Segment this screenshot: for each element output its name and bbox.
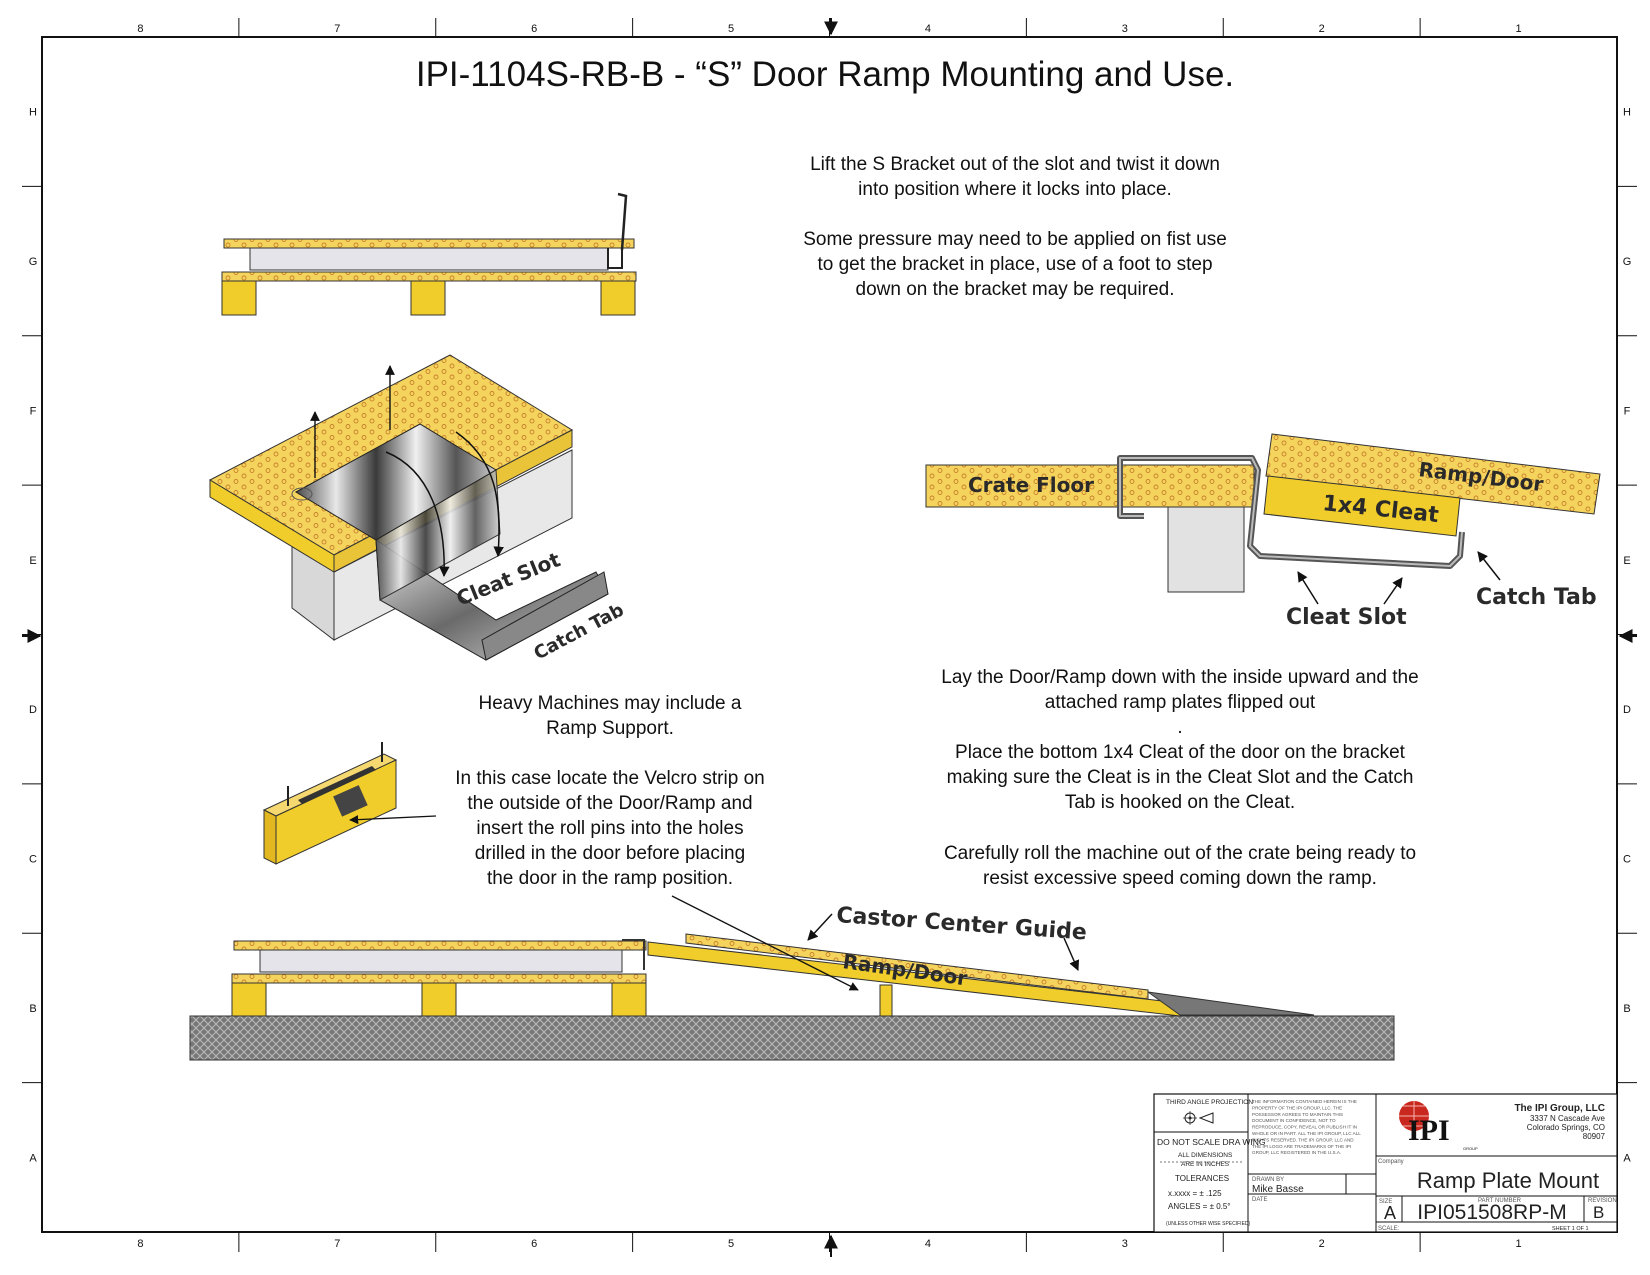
svg-text:IPI: IPI: [1408, 1114, 1450, 1147]
border-col-label: 2: [1319, 1238, 1325, 1250]
ramp-in-use-view: Castor Center Guide Ramp/Door: [189, 895, 1395, 1061]
tb-notice-line: WHOLE OR IN PART. ALL THE IPI GROUP, LLC…: [1252, 1131, 1361, 1136]
tb-drawn-by: Mike Basse: [1252, 1184, 1304, 1195]
border-col-label: 2: [1319, 23, 1325, 35]
tb-company-label: Company: [1378, 1159, 1404, 1165]
tb-revision-label: REVISION: [1588, 1198, 1617, 1204]
border-row-label: H: [1623, 107, 1631, 119]
border-col-label: 4: [925, 1238, 931, 1250]
border-row-label: E: [1623, 555, 1630, 567]
instruction-apply-pressure: Some pressure may need to be applied on …: [803, 229, 1227, 300]
border-col-label: 8: [137, 23, 143, 35]
tb-dimensions-1: ALL DIMENSIONS: [1178, 1152, 1233, 1159]
instruction-heavy-machines: Heavy Machines may include a Ramp Suppor…: [478, 693, 742, 739]
border-col-label: 5: [728, 23, 734, 35]
tb-size: A: [1384, 1203, 1396, 1223]
instruction-lay-door: Lay the Door/Ramp down with the inside u…: [941, 667, 1419, 738]
border-row-label: F: [1624, 405, 1631, 417]
ramp-support-illustration: [262, 742, 437, 865]
third-angle-projection-icon: [1183, 1111, 1214, 1125]
tb-size-label: SIZE: [1379, 1199, 1392, 1205]
border-row-label: C: [29, 854, 37, 866]
border-col-label: 4: [925, 23, 931, 35]
tb-unless: (UNLESS OTHER WISE SPECIFIED): [1166, 1221, 1251, 1227]
border-col-label: 7: [334, 1238, 340, 1250]
border-row-label: B: [29, 1003, 36, 1015]
tb-notice-line: GROUP, LLC REGISTERED IN THE U.S.A.: [1252, 1150, 1341, 1155]
tb-address-3: 80907: [1583, 1132, 1606, 1141]
tb-part-label: PART NUMBER: [1478, 1198, 1522, 1204]
border-col-label: 1: [1516, 1238, 1522, 1250]
tb-tol-angles: ANGLES = ± 0.5°: [1168, 1202, 1231, 1211]
border-col-label: 8: [137, 1238, 143, 1250]
tb-part-number: IPI051508RP-M: [1417, 1201, 1566, 1224]
tb-do-not-scale: DO NOT SCALE DRA WING: [1157, 1137, 1265, 1147]
label-cleat-slot-detail: Cleat Slot: [1286, 605, 1407, 630]
tb-notice-line: PROPERTY OF THE IPI GROUP, LLC. THE: [1252, 1105, 1342, 1110]
border-col-label: 3: [1122, 23, 1128, 35]
border-row-label: D: [1623, 704, 1631, 716]
ipi-logo: IPI GROUP: [1399, 1101, 1478, 1151]
tb-dimensions-2: ARE IN INCHES: [1181, 1161, 1230, 1168]
border-row-label: A: [1623, 1152, 1631, 1164]
label-crate-floor: Crate Floor: [968, 473, 1094, 497]
tb-tol-linear: x.xxxx = ± .125: [1168, 1189, 1222, 1198]
instruction-lift-bracket: Lift the S Bracket out of the slot and t…: [810, 154, 1220, 200]
instruction-velcro-strip: In this case locate the Velcro strip on …: [455, 768, 765, 889]
tb-projection: THIRD ANGLE PROJECTION: [1166, 1099, 1253, 1106]
border-row-label: D: [29, 704, 37, 716]
label-catch-tab-detail: Catch Tab: [1476, 585, 1597, 610]
instruction-roll-machine: Carefully roll the machine out of the cr…: [943, 843, 1417, 889]
tb-confidentiality-notice: THE INFORMATION CONTAINED HEREIN IS THEP…: [1252, 1099, 1361, 1155]
tb-notice-line: POSSESSOR AGREES TO MAINTAIN THIS: [1252, 1112, 1343, 1117]
tb-notice-line: REPRODUCE, COPY, REVEAL OR PUBLISH IT IN: [1252, 1125, 1357, 1130]
border-col-label: 7: [334, 23, 340, 35]
instruction-place-cleat: Place the bottom 1x4 Cleat of the door o…: [946, 742, 1414, 813]
tb-address-1: 3337 N Cascade Ave: [1530, 1114, 1606, 1123]
border-row-label: F: [30, 405, 37, 417]
tb-drawing-title: Ramp Plate Mount: [1417, 1168, 1599, 1193]
tb-tolerances: TOLERANCES: [1175, 1174, 1229, 1183]
svg-text:GROUP: GROUP: [1463, 1146, 1478, 1151]
tb-address-2: Colorado Springs, CO: [1527, 1123, 1605, 1132]
tb-notice-line: DOCUMENT IN CONFIDENCE, NOT TO: [1252, 1118, 1336, 1123]
border-row-label: A: [29, 1152, 37, 1164]
tb-company-name: The IPI Group, LLC: [1514, 1103, 1605, 1114]
border-row-label: H: [29, 107, 37, 119]
border-col-label: 6: [531, 23, 537, 35]
crate-side-view-top: [221, 192, 637, 316]
tb-notice-line: THE IPI LOGO ARE TRADEMARKS OF THE IPI: [1252, 1144, 1351, 1149]
label-castor-center-guide: Castor Center Guide: [836, 903, 1088, 945]
border-col-label: 5: [728, 1238, 734, 1250]
border-row-label: C: [1623, 854, 1631, 866]
border-row-label: G: [1623, 256, 1632, 268]
tb-notice-line: RIGHTS RESERVED. THE IPI GROUP, LLC AND: [1252, 1137, 1354, 1142]
border-col-label: 6: [531, 1238, 537, 1250]
tb-date-label: DATE: [1252, 1197, 1268, 1203]
tb-drawn-by-label: DRAWN BY: [1252, 1177, 1284, 1183]
border-col-label: 1: [1516, 23, 1522, 35]
page-title: IPI-1104S-RB-B - “S” Door Ramp Mounting …: [415, 55, 1235, 94]
drawing-border: 8 8 7 7 6 6 5 5 4 4 3 3 2 2 1 1 H H G G F F E E D D C C B B A A: [22, 18, 1637, 1257]
title-block: THIRD ANGLE PROJECTION DO NOT SCALE DRA …: [1153, 1093, 1618, 1233]
s-bracket-isometric: Cleat Slot Catch Tab: [208, 354, 628, 664]
border-row-label: E: [29, 555, 36, 567]
ramp-detail-section: Crate Floor Ramp/Door 1x4 Cleat Cleat Sl…: [925, 433, 1601, 630]
tb-revision: B: [1593, 1203, 1604, 1222]
tb-sheet: SHEET 1 OF 1: [1552, 1226, 1589, 1232]
border-row-label: G: [29, 256, 38, 268]
tb-notice-line: THE INFORMATION CONTAINED HEREIN IS THE: [1252, 1099, 1357, 1104]
border-row-label: B: [1623, 1003, 1630, 1015]
tb-scale-label: SCALE:: [1378, 1226, 1400, 1232]
border-col-label: 3: [1122, 1238, 1128, 1250]
